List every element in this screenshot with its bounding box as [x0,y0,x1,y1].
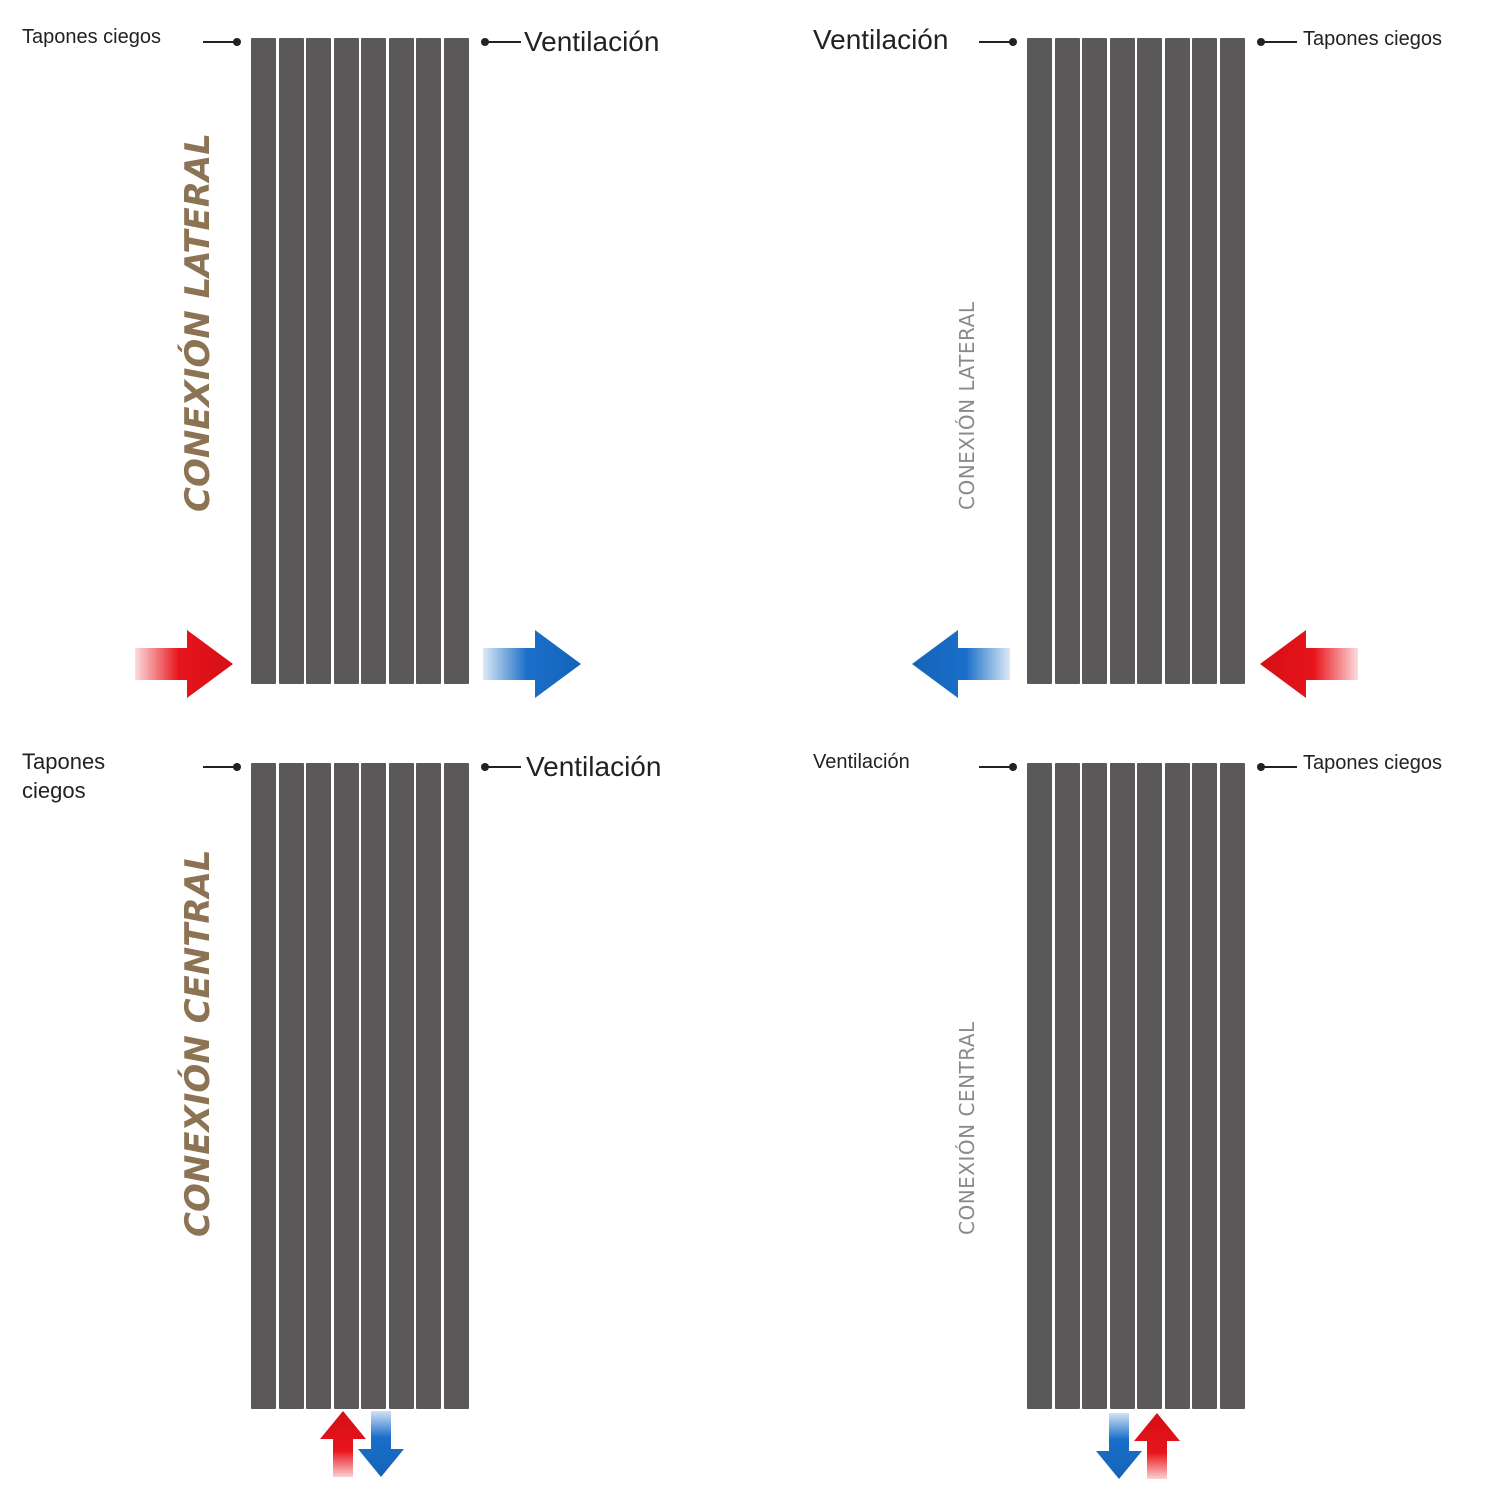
connection-title: CONEXIÓN LATERAL [955,301,979,510]
leader-line-right [1261,41,1297,43]
radiator [1027,763,1249,1409]
radiator-fin [443,763,469,1409]
left-label: Ventilación [813,24,949,55]
cold-water-arrow-icon [912,630,1010,698]
leader-dot-left [1009,763,1017,771]
radiator-fin [1164,38,1190,684]
radiator-fin [416,763,441,1409]
left-label: Ventilación [813,751,910,773]
radiator-fin [1219,763,1245,1409]
radiator-fin [1082,38,1107,684]
radiator-fin [416,38,441,684]
cold-water-arrow-icon [1096,1413,1142,1479]
radiator-fin [1109,38,1135,684]
leader-line-left [979,766,1015,768]
radiator-fin [361,763,386,1409]
right-label: Ventilación [526,751,662,782]
radiator-fin [306,763,331,1409]
radiator-fin [1137,763,1162,1409]
leader-dot-left [233,38,241,46]
radiator [251,763,473,1409]
leader-line-left [203,41,239,43]
radiator-fin [251,763,276,1409]
right-label: Tapones ciegos [1303,28,1442,50]
connection-title: CONEXIÓN LATERAL [178,133,218,512]
radiator-fin [388,763,414,1409]
leader-line-right [485,766,521,768]
radiator-fin [1027,763,1052,1409]
panel-central-left: Tapones ciegos Ventilación CONEXIÓN CENT… [0,725,750,1477]
radiator-fin [1109,763,1135,1409]
radiator-fin [1192,38,1217,684]
hot-water-arrow-icon [135,630,233,698]
left-label: Tapones ciegos [22,749,106,803]
radiator-fin [1219,38,1245,684]
right-label: Ventilación [524,26,660,57]
radiator-fin [1082,763,1107,1409]
radiator-fin [1192,763,1217,1409]
panel-lateral-right: Ventilación Tapones ciegos CONEXIÓN LATE… [750,0,1500,730]
radiator-fin [251,38,276,684]
radiator-fin [361,38,386,684]
panel-central-right: Ventilación Tapones ciegos CONEXIÓN CENT… [750,725,1500,1479]
cold-water-arrow-icon [358,1411,404,1477]
radiator-fin [1054,763,1080,1409]
radiator-fin [1137,38,1162,684]
radiator-fin [1164,763,1190,1409]
radiator-fin [278,763,304,1409]
leader-line-left [979,41,1015,43]
radiator-fin [443,38,469,684]
hot-water-arrow-icon [1134,1413,1180,1479]
cold-water-arrow-icon [483,630,581,698]
radiator-fin [1027,38,1052,684]
leader-dot-left [1009,38,1017,46]
connection-title: CONEXIÓN CENTRAL [955,1021,979,1235]
hot-water-arrow-icon [1260,630,1358,698]
radiator-fin [333,38,359,684]
panel-lateral-left: Tapones ciegos Ventilación CONEXIÓN LATE… [0,0,750,730]
leader-line-right [1261,766,1297,768]
radiator-fin [388,38,414,684]
hot-water-arrow-icon [320,1411,366,1477]
leader-line-right [485,41,521,43]
radiator-fin [278,38,304,684]
right-label: Tapones ciegos [1303,752,1442,774]
left-label: Tapones ciegos [22,26,161,48]
radiator [251,38,473,684]
radiator-fin [333,763,359,1409]
connection-title: CONEXIÓN CENTRAL [178,849,218,1237]
radiator-fin [306,38,331,684]
leader-dot-left [233,763,241,771]
leader-line-left [203,766,239,768]
radiator [1027,38,1249,684]
radiator-fin [1054,38,1080,684]
